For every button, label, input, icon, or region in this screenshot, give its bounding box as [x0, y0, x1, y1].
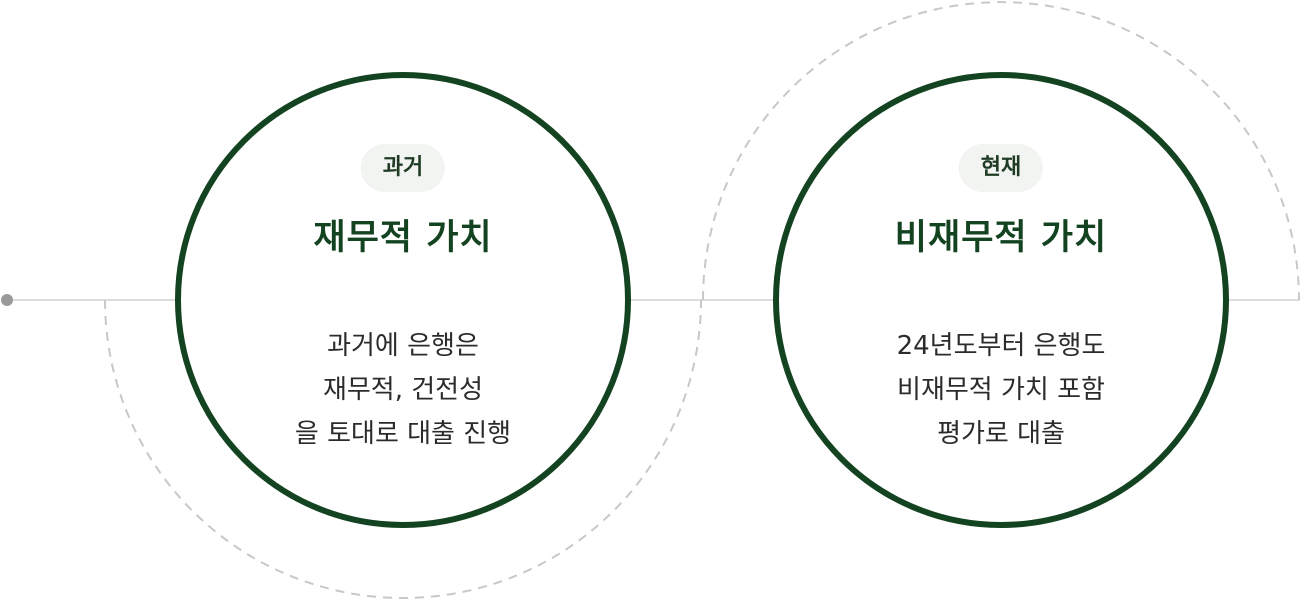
description-line: 평가로 대출 — [937, 419, 1065, 449]
stage-title: 재무적 가치 — [313, 218, 493, 258]
dashed-arc-lower — [104, 299, 702, 599]
description-line: 과거에 은행은 — [327, 331, 479, 361]
stage-title: 비재무적 가치 — [894, 218, 1108, 258]
stage-badge: 현재 — [958, 144, 1044, 192]
description-line: 24년도부터 은행도 — [896, 331, 1106, 361]
timeline-start-dot — [1, 294, 13, 306]
stage-description: 과거에 은행은 재무적, 건전성 을 토대로 대출 진행 — [181, 324, 625, 456]
dashed-arc-upper — [702, 1, 1300, 301]
stage-badge: 과거 — [360, 144, 446, 192]
stage-card-present: 현재 비재무적 가치 24년도부터 은행도 비재무적 가치 포함 평가로 대출 — [773, 72, 1229, 528]
stage-description: 24년도부터 은행도 비재무적 가치 포함 평가로 대출 — [779, 324, 1223, 456]
description-line: 을 토대로 대출 진행 — [294, 419, 512, 449]
description-line: 비재무적 가치 포함 — [897, 375, 1105, 405]
stage-card-past: 과거 재무적 가치 과거에 은행은 재무적, 건전성 을 토대로 대출 진행 — [175, 72, 631, 528]
description-line: 재무적, 건전성 — [322, 375, 484, 405]
